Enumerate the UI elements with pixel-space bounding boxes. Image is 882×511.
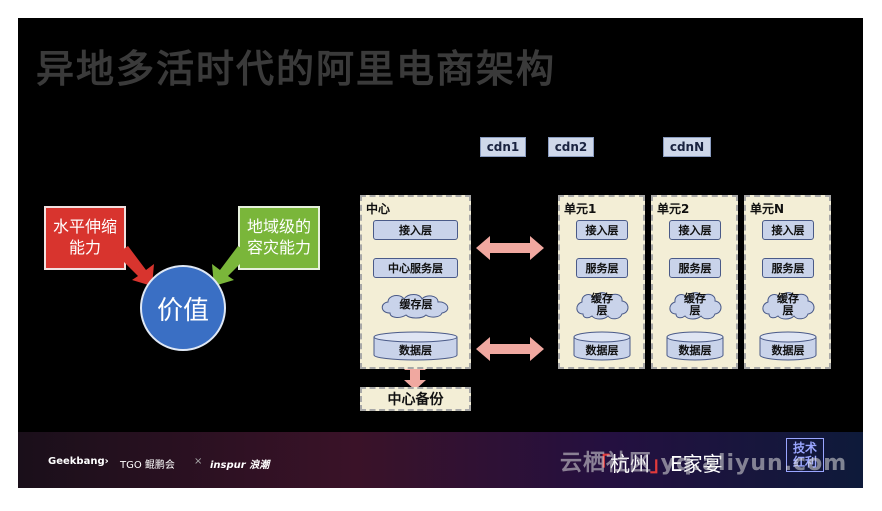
unit-n: 单元N 接入层 服务层 缓存 层 数据层 [744,195,831,369]
cache-layer: 缓存 层 [759,289,817,321]
event-name: 「杭州」E家宴 [590,448,723,477]
value-circle: 价值 [140,265,226,351]
data-layer: 数据层 [759,331,817,361]
unit-title: 单元N [750,202,785,216]
cache-layer: 缓存层 [376,291,456,319]
slide-title: 异地多活时代的阿里电商架构 [36,47,557,91]
data-layer-label: 数据层 [771,344,805,357]
unit-title: 中心 [366,202,391,216]
cdn-label: cdnN [663,137,711,157]
cache-layer-label: 缓存 层 [777,291,799,317]
value-label: 价值 [156,295,209,326]
cdn-label: cdn1 [480,137,526,157]
sponsor-inspur: inspur 浪潮 [210,460,270,471]
event-title: E家宴 [670,452,723,476]
database-cylinder-icon [373,331,458,361]
region-disaster-recovery-box: 地域级的 容灾能力 [238,206,320,270]
cache-layer: 缓存 层 [573,289,631,321]
horizontal-scaling-label: 水平伸缩 能力 [52,217,117,257]
access-layer: 接入层 [373,220,458,240]
cache-layer: 缓存 层 [666,289,724,321]
top-sync-arrow [476,236,544,260]
cache-layer-label: 缓存 层 [684,291,706,317]
slide: 异地多活时代的阿里电商架构 水平伸缩 能力 地域级的 容灾能力 价值 cdn1 … [18,18,863,488]
sponsor-tgo: TGO 鲲鹏会 [120,460,175,471]
service-layer: 服务层 [762,258,814,278]
center-backup: 中心备份 [360,387,471,411]
data-layer: 数据层 [573,331,631,361]
center-unit: 中心 接入层 中心服务层 缓存层 数据层 [360,195,471,369]
watermark: 云栖社区 yq.aliyun.com [560,451,848,476]
access-layer: 接入层 [669,220,721,240]
access-layer: 接入层 [762,220,814,240]
cloud-icon [381,294,449,319]
unit-2: 单元2 接入层 服务层 缓存 层 数据层 [651,195,738,369]
horizontal-scaling-box: 水平伸缩 能力 [44,206,126,270]
database-cylinder-icon [759,331,817,361]
event-bracket-open: 「 [590,452,610,476]
database-cylinder-icon [573,331,631,361]
region-disaster-recovery-label: 地域级的 容灾能力 [246,217,311,257]
unit-1: 单元1 接入层 服务层 缓存 层 数据层 [558,195,645,369]
data-layer-label: 数据层 [399,344,432,357]
data-layer-label: 数据层 [678,344,712,357]
access-layer: 接入层 [576,220,628,240]
event-bracket-close: 」 [650,452,670,476]
badge-label: 技术 红利 [792,440,817,469]
cache-layer-label: 缓存层 [399,297,433,311]
footer-band: Geekbang› TGO 鲲鹏会 × inspur 浪潮 「杭州」E家宴 技术… [18,432,863,488]
data-layer: 数据层 [666,331,724,361]
service-layer: 服务层 [576,258,628,278]
unit-title: 单元2 [657,202,690,216]
cloud-icon [762,292,815,320]
service-layer: 服务层 [669,258,721,278]
data-layer-label: 数据层 [585,344,619,357]
tech-dividend-badge: 技术 红利 [786,438,824,472]
cache-layer-label: 缓存 层 [591,291,613,317]
cloud-icon [669,292,722,320]
sponsor-geekbang: Geekbang› [48,456,109,467]
event-city: 杭州 [610,452,650,476]
unit-title: 单元1 [564,202,597,216]
database-cylinder-icon [666,331,724,361]
cloud-icon [576,292,629,320]
bottom-sync-arrow [476,337,544,361]
cdn-label: cdn2 [548,137,594,157]
center-service-layer: 中心服务层 [373,258,458,278]
data-layer: 数据层 [373,331,458,361]
sponsor-separator: × [194,456,203,467]
